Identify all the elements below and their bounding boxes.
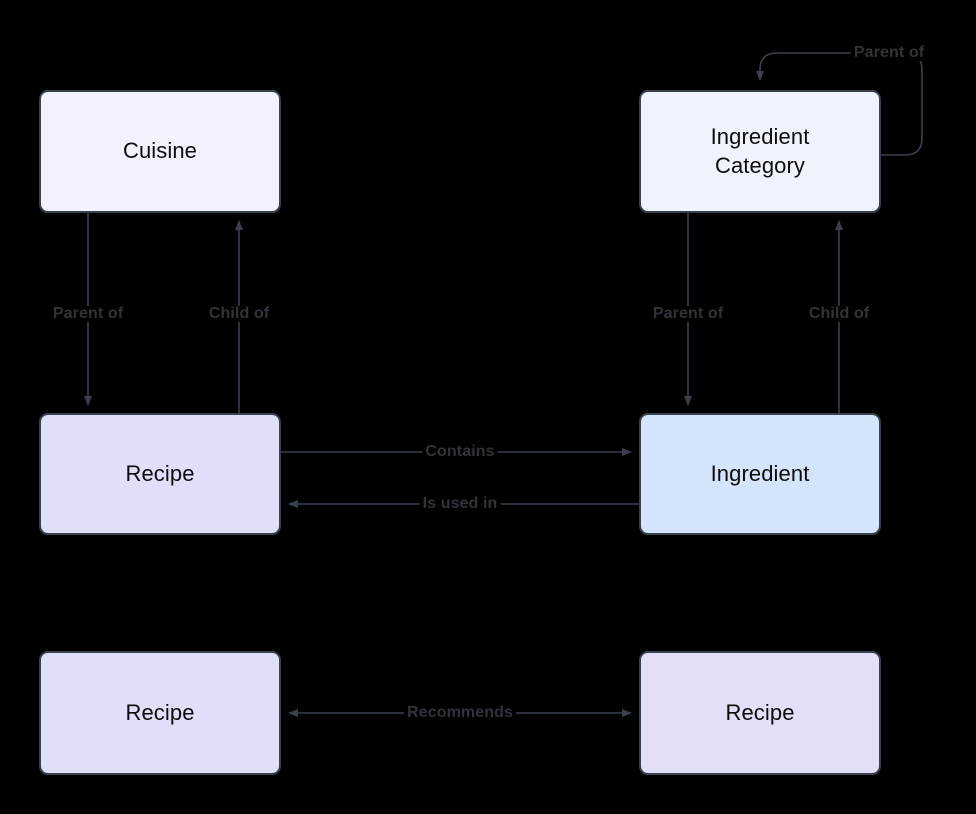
node-recipe-bottom-left-label: Recipe [125,699,195,725]
node-cuisine[interactable]: Cuisine [39,90,281,213]
edge-label-category-parent-of-ingredient: Parent of [649,306,727,322]
node-ingredient[interactable]: Ingredient [639,413,881,535]
edge-label-recipe-recommends-recipe: Recommends [404,705,516,721]
node-ingredient-category[interactable]: Ingredient Category [639,90,881,213]
node-ingredient-category-label: Ingredient Category [710,124,810,178]
edge-label-recipe-contains-ingredient: Contains [422,444,498,460]
node-ingredient-label: Ingredient [710,460,810,486]
node-recipe-bottom-right[interactable]: Recipe [639,651,881,775]
node-recipe-middle-label: Recipe [125,460,195,486]
edge-label-cuisine-parent-of-recipe: Parent of [49,306,127,322]
node-recipe-bottom-right-label: Recipe [725,699,795,725]
node-recipe-bottom-left[interactable]: Recipe [39,651,281,775]
edge-label-ingredient-is-used-in-recipe: Is used in [419,496,501,512]
edge-label-category-parent-of-self: Parent of [850,45,928,61]
node-recipe-middle[interactable]: Recipe [39,413,281,535]
edge-label-ingredient-child-of-category: Child of [805,306,873,322]
edge-label-recipe-child-of-cuisine: Child of [205,306,273,322]
node-cuisine-label: Cuisine [122,138,198,164]
